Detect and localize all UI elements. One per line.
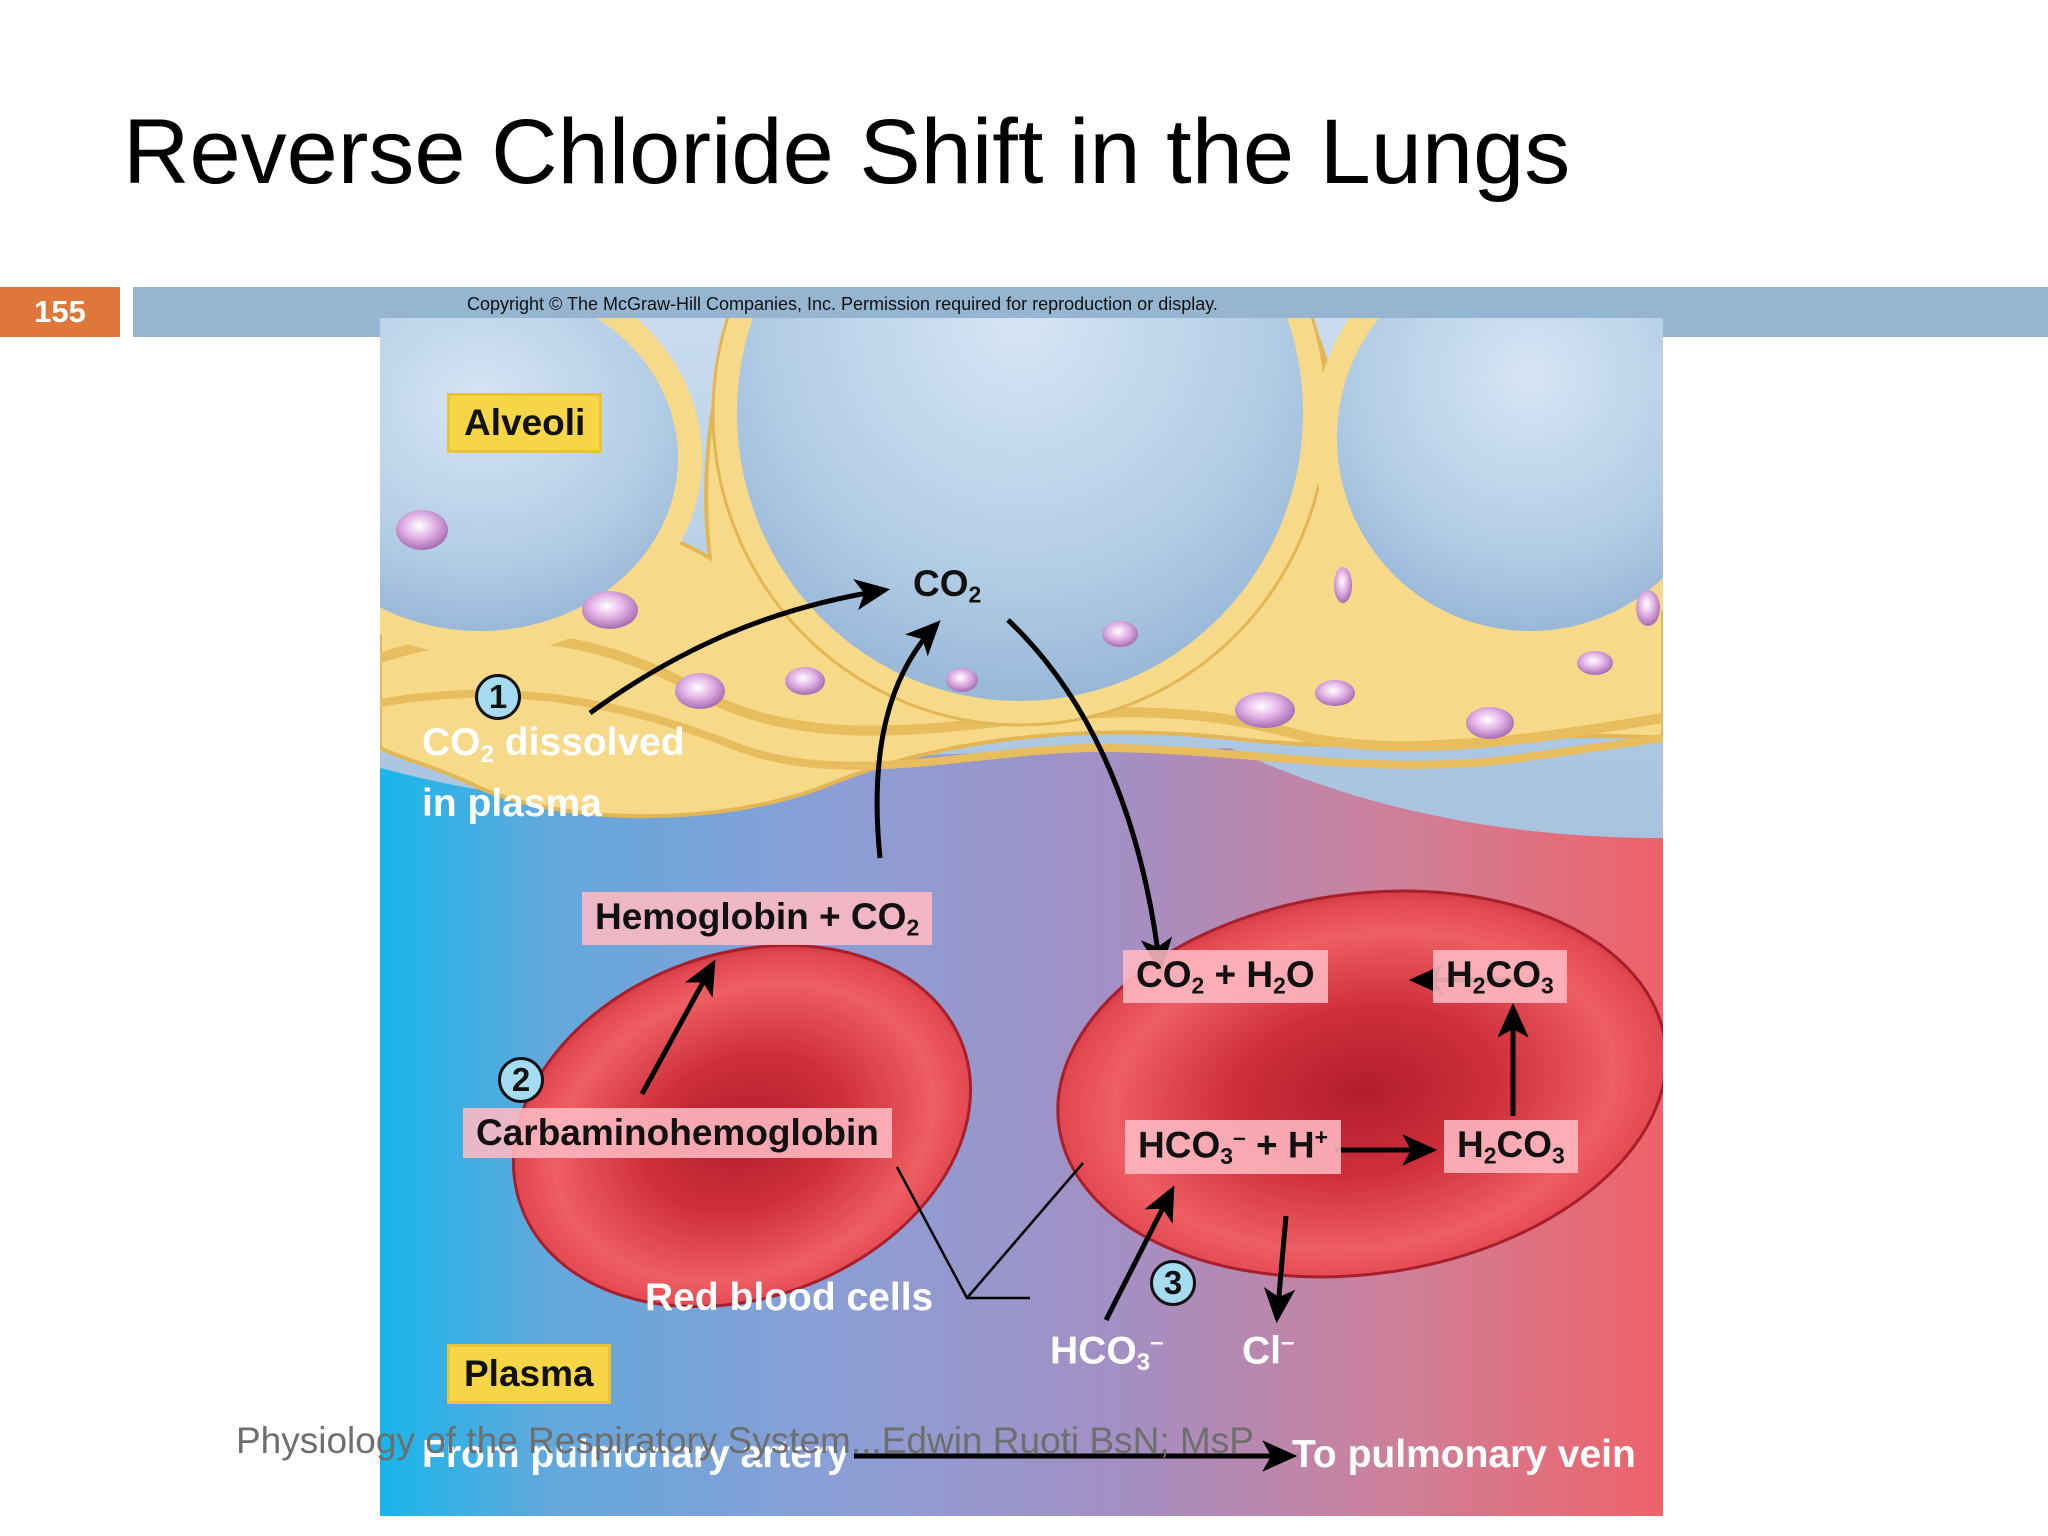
red-blood-cells-label: Red blood cells [645,1276,934,1319]
co2-h2o-label: CO2 + H2O [1123,950,1328,1004]
cell-nucleus [1636,590,1660,626]
cell-nucleus [785,667,825,695]
step-3-badge: 3 [1150,1260,1196,1306]
to-pulmonary-vein-label: To pulmonary vein [1292,1433,1636,1476]
plasma-label: Plasma [447,1344,611,1404]
bicarbonate-plasma-label: HCO3– [1050,1329,1164,1377]
cell-nucleus [675,673,725,709]
cell-nucleus [1466,707,1514,739]
capillary-wall-line [380,689,1663,770]
slide-number: 155 [0,287,120,337]
co2-alveoli-label: CO2 [913,563,982,608]
cell-nucleus [1315,680,1355,706]
bicarbonate-hydrogen-label: HCO3– + H+ [1125,1120,1342,1175]
copyright-notice: Copyright © The McGraw-Hill Companies, I… [467,294,1218,314]
cell-nucleus [396,510,448,550]
chloride-label: Cl– [1242,1329,1295,1373]
arrow-bicarbonate-into-rbc [1103,1185,1175,1322]
rbc-pointer-line [966,1162,1084,1299]
cell-nucleus [946,668,978,692]
hemoglobin-co2-label: Hemoglobin + CO2 [582,892,933,946]
arrow-plasma-to-co2 [588,579,891,716]
cell-nucleus [1334,567,1352,603]
carbonic-acid-label-top: H2CO3 [1433,950,1567,1004]
diagram-artwork [380,318,1663,1516]
cell-nucleus [1577,651,1613,675]
cell-nucleus [1102,621,1138,647]
cell-nucleus [582,591,638,629]
from-pulmonary-artery-label: From pulmonary artery [422,1433,849,1476]
slide-title: Reverse Chloride Shift in the Lungs [123,101,1571,203]
alveolus [1313,318,1663,655]
step-1-badge: 1 [475,674,521,720]
arrow-hemoglobin-to-co2 [874,620,941,859]
slide-footer: Physiology of the Respiratory System...E… [236,1420,1254,1461]
carbonic-acid-label-bottom: H2CO3 [1444,1120,1578,1174]
step-2-badge: 2 [498,1057,544,1103]
arrow-chloride-out [1263,1215,1296,1324]
carbaminohemoglobin-label: Carbaminohemoglobin [463,1108,892,1158]
arrow-co2-to-rbc [1006,618,1173,974]
cell-nucleus [1235,692,1295,728]
alveoli-label: Alveoli [447,393,603,453]
arrow-carbamino-to-hemoglobin [639,959,716,1096]
